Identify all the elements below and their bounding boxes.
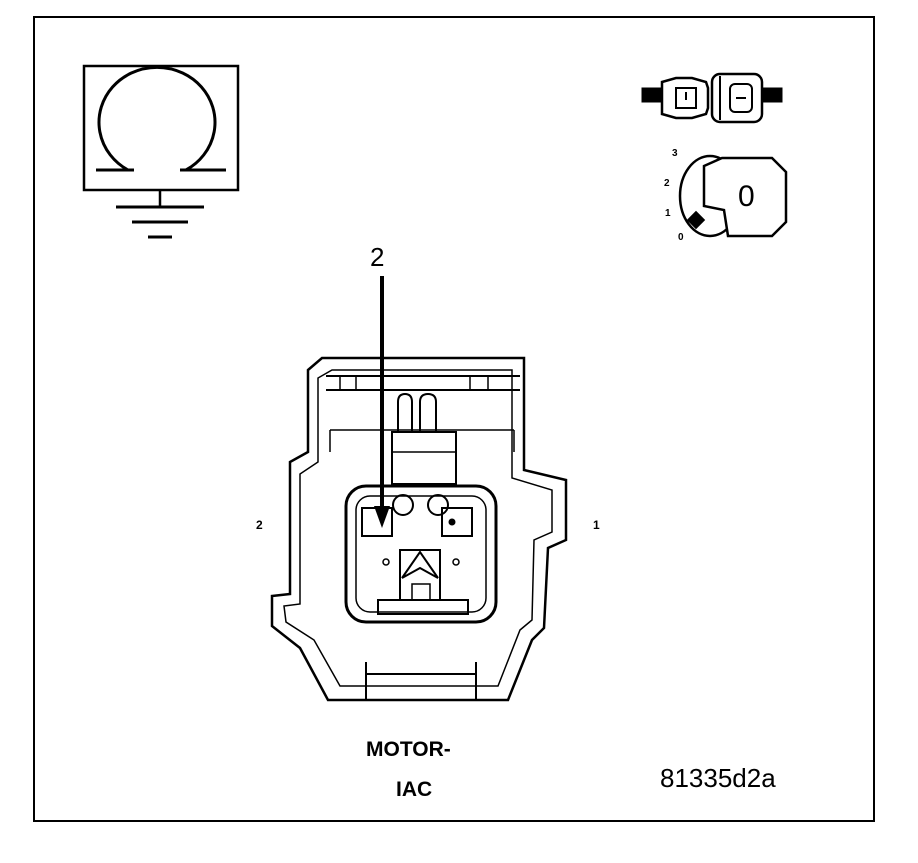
connector-body xyxy=(270,356,568,702)
key-letter: 0 xyxy=(738,180,755,213)
diagram-frame xyxy=(33,16,875,822)
callout-pin-label: 2 xyxy=(370,242,385,272)
key-position-2: 2 xyxy=(664,178,670,189)
ignition-key-off-icon xyxy=(678,154,788,238)
key-position-0: 0 xyxy=(678,232,684,243)
key-position-1: 1 xyxy=(665,208,671,219)
connector-name-line1: MOTOR- xyxy=(366,738,451,761)
cavity-number-right: 1 xyxy=(593,518,600,532)
connector-disconnect-icon xyxy=(641,72,783,124)
ohm-to-ground-icon xyxy=(82,64,240,239)
key-position-3: 3 xyxy=(672,148,678,159)
connector-name-line2: IAC xyxy=(396,778,433,801)
figure-reference-code: 81335d2a xyxy=(660,763,776,793)
callout-arrow xyxy=(374,276,390,528)
cavity-number-left: 2 xyxy=(256,518,263,532)
